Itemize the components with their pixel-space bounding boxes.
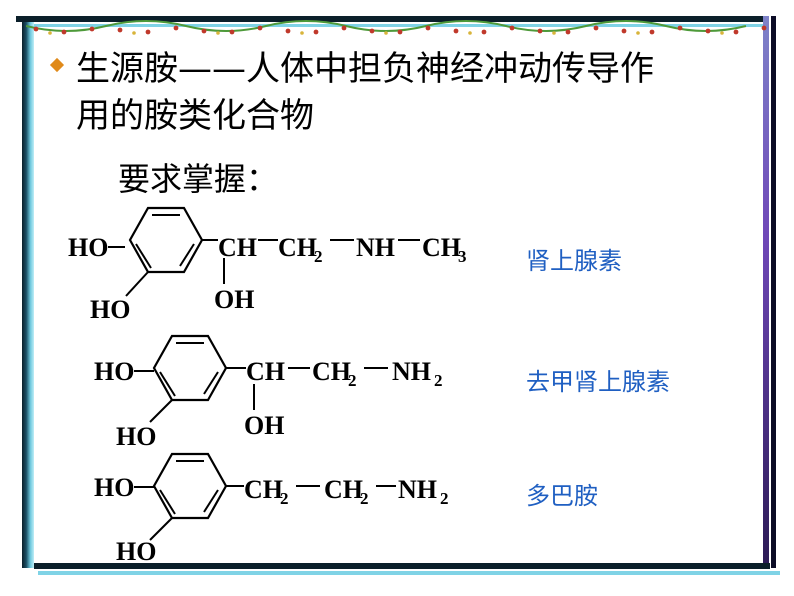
formula-oh: OH: [244, 411, 284, 440]
formula-ch3: CH: [422, 233, 461, 262]
formula-ch2: CH: [278, 233, 317, 262]
formula-oh: OH: [214, 285, 254, 314]
frame-left-bar: [22, 22, 34, 568]
formula-ch3-sub: 3: [458, 247, 467, 266]
frame-top-accent: [22, 24, 764, 27]
frame-right-edge: [771, 16, 776, 568]
formula-nh2: NH: [398, 475, 437, 504]
bullet-line-2: 用的胺类化合物: [76, 96, 314, 136]
frame-right-bar: [763, 16, 769, 568]
formula-nh2: NH: [392, 357, 431, 386]
compound-name-dopamine: 多巴胺: [526, 482, 598, 510]
garland-decoration: [26, 20, 767, 35]
formula-ch2-sub: 2: [314, 247, 323, 266]
formula-ho-bottom: HO: [116, 422, 156, 451]
formula-ho-top: HO: [68, 233, 108, 262]
formula-ch: CH: [218, 233, 257, 262]
formula-nh2-sub: 2: [440, 489, 449, 508]
formula-ch2b-sub: 2: [360, 489, 369, 508]
formula-ch2-sub: 2: [348, 371, 357, 390]
subheading: 要求掌握：: [118, 160, 279, 198]
frame-top-bar: [16, 16, 764, 22]
compound-name-noradrenaline: 去甲肾上腺素: [526, 368, 670, 396]
formula-ch2: CH: [312, 357, 351, 386]
formula-ch2b: CH: [324, 475, 363, 504]
formula-nh: NH: [356, 233, 395, 262]
formula-ch: CH: [246, 357, 285, 386]
frame-bottom-accent: [38, 571, 780, 575]
formula-nh2-sub: 2: [434, 371, 443, 390]
formula-ho-bottom: HO: [116, 537, 156, 566]
frame-bottom-bar: [34, 563, 770, 569]
formula-ho-top: HO: [94, 473, 134, 502]
formula-ch2a: CH: [244, 475, 283, 504]
formula-ho-top: HO: [94, 357, 134, 386]
compound-name-adrenaline: 肾上腺素: [526, 247, 622, 275]
formula-ho-bottom: HO: [90, 295, 130, 324]
bullet-paragraph: 生源胺——人体中担负神经冲动传导作 用的胺类化合物: [49, 46, 752, 140]
formula-ch2a-sub: 2: [280, 489, 289, 508]
bullet-line-1: 生源胺——人体中担负神经冲动传导作: [76, 49, 654, 89]
